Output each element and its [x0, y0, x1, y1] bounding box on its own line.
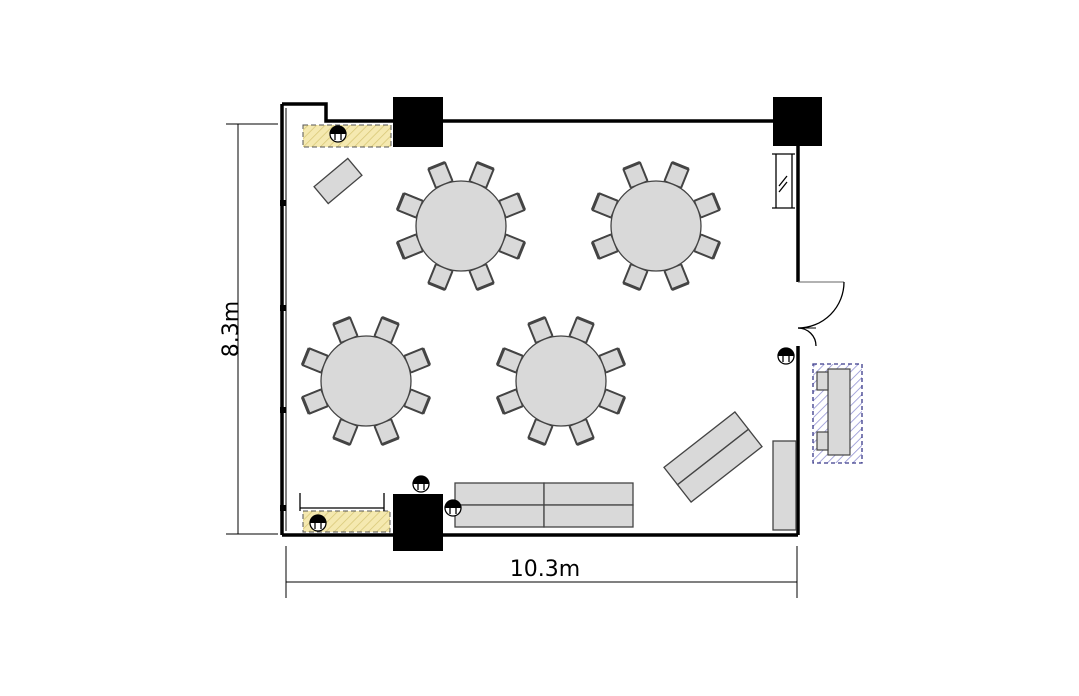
outlet-icon: [329, 125, 347, 143]
rect-tables-bottom: [454, 482, 634, 528]
outlet-icon: [444, 499, 462, 517]
external-equipment: [812, 363, 863, 464]
width-dimension-label: 10.3m: [510, 557, 580, 582]
angled-table-right: [663, 411, 763, 503]
height-dimension-line: [226, 123, 278, 535]
width-dimension-line: [285, 546, 798, 598]
round-table: [320, 335, 412, 427]
wall-opening-marker: [772, 153, 795, 209]
round-table: [610, 180, 702, 272]
height-dimension-label: 8.3m: [219, 301, 244, 357]
side-table-top-left: [313, 157, 363, 205]
round-table-group: [395, 160, 527, 292]
round-table-group: [590, 160, 722, 292]
outlet-icon: [309, 514, 327, 532]
round-table: [515, 335, 607, 427]
round-table-group: [300, 315, 432, 447]
outlet-icon: [412, 475, 430, 493]
entrance-door: [797, 281, 845, 347]
room-walls: [280, 102, 800, 537]
round-table: [415, 180, 507, 272]
column-bottom: [393, 494, 443, 551]
wall-table-right: [772, 440, 797, 531]
round-tables: [300, 160, 722, 447]
outlet-icon: [777, 347, 795, 365]
storage-area-top: [302, 124, 392, 148]
column-top-right: [773, 97, 822, 146]
shelf-bottom: [299, 493, 385, 511]
column-top-left: [393, 97, 443, 147]
round-table-group: [495, 315, 627, 447]
